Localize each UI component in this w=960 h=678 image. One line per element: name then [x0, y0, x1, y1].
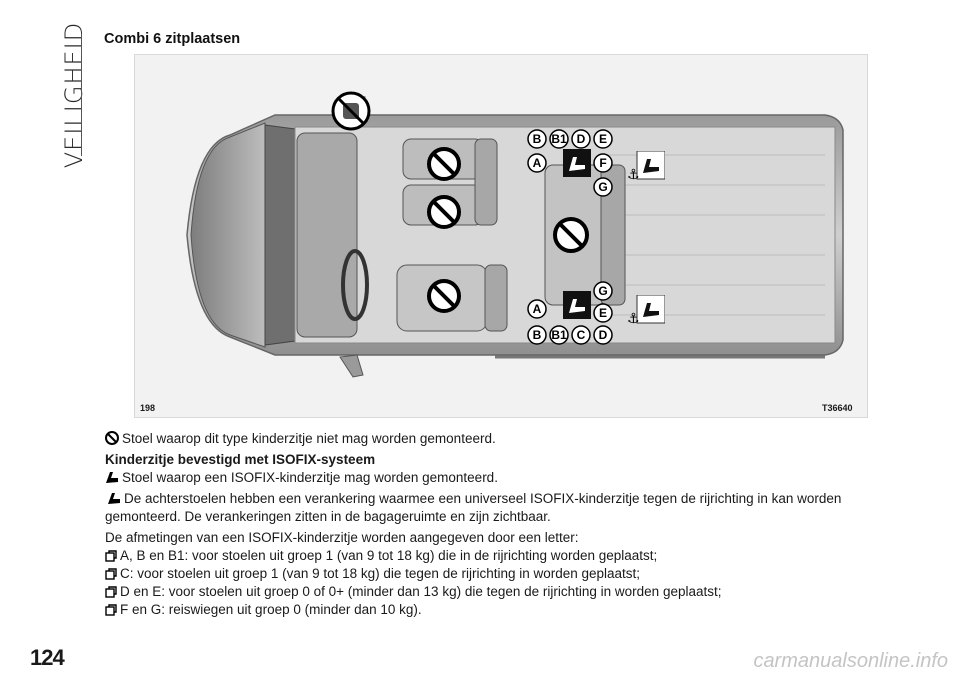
letter-badge: B1 — [550, 130, 568, 148]
svg-text:D: D — [577, 132, 586, 146]
legend-no-seat: Stoel waarop dit type kinderzitje niet m… — [105, 430, 875, 448]
van-top-view-illustration — [135, 55, 867, 417]
isofix-seat-icon — [105, 470, 119, 484]
list-item: A, B en B1: voor stoelen uit groep 1 (va… — [105, 547, 875, 565]
letter-badge: C — [572, 326, 590, 344]
legend-no-seat-text: Stoel waarop dit type kinderzitje niet m… — [122, 431, 496, 446]
figure-code: T36640 — [822, 403, 853, 413]
no-seat-icon — [427, 279, 461, 313]
svg-text:A: A — [533, 156, 542, 170]
no-seat-icon — [427, 195, 461, 229]
svg-text:G: G — [598, 180, 607, 194]
checkbox-bullet-icon — [105, 586, 117, 598]
legend-isofix-anchor: De achterstoelen hebben een verankering … — [105, 490, 875, 526]
checkbox-bullet-icon — [105, 568, 117, 580]
svg-text:A: A — [533, 302, 542, 316]
isofix-anchor-icon: ⚓ — [627, 151, 665, 181]
letter-badge: G — [594, 178, 612, 196]
svg-text:B1: B1 — [551, 328, 567, 342]
checkbox-bullet-icon — [105, 604, 117, 616]
list-item: F en G: reiswiegen uit groep 0 (minder d… — [105, 601, 875, 619]
letter-badge: A — [528, 154, 546, 172]
svg-text:F: F — [599, 156, 606, 170]
list-item: C: voor stoelen uit groep 1 (van 9 tot 1… — [105, 565, 875, 583]
isofix-anchor-icon — [105, 491, 121, 505]
van-seating-figure: ⚓ ⚓ B B1 D E A F G G A E B B1 C D — [134, 54, 868, 418]
legend-isofix-seat: Stoel waarop een ISOFIX-kinderzitje mag … — [105, 469, 875, 487]
letter-badge: F — [594, 154, 612, 172]
svg-text:G: G — [598, 284, 607, 298]
isofix-heading: Kinderzitje bevestigd met ISOFIX-systeem — [105, 451, 875, 469]
checkbox-bullet-icon — [105, 550, 117, 562]
page-heading: Combi 6 zitplaatsen — [104, 31, 240, 47]
list-item: D en E: voor stoelen uit groep 0 of 0+ (… — [105, 583, 875, 601]
svg-text:⚓: ⚓ — [627, 310, 640, 325]
figure-number: 198 — [140, 403, 155, 413]
isofix-letters-bottom: G A E B B1 C D — [525, 281, 615, 357]
section-title-text: VEILIGHEID — [60, 22, 88, 168]
watermark: carmanualsonline.info — [753, 650, 948, 673]
letter-badge: B — [528, 326, 546, 344]
airbag-no-rearward-seat-icon — [331, 91, 371, 131]
side-divider — [81, 34, 82, 156]
letter-badge: E — [594, 304, 612, 322]
no-seat-icon — [427, 147, 461, 181]
letter-badge: G — [594, 282, 612, 300]
svg-text:E: E — [599, 132, 607, 146]
legend-isofix-anchor-text: De achterstoelen hebben een verankering … — [105, 491, 841, 524]
no-seat-icon — [553, 217, 589, 253]
letters-intro: De afmetingen van een ISOFIX-kinderzitje… — [105, 529, 875, 547]
svg-text:B1: B1 — [551, 132, 567, 146]
legend-isofix-seat-text: Stoel waarop een ISOFIX-kinderzitje mag … — [122, 470, 498, 485]
letter-badge: B1 — [550, 326, 568, 344]
svg-text:B: B — [533, 328, 542, 342]
isofix-letters-top: B B1 D E A F G — [525, 129, 615, 199]
svg-text:D: D — [599, 328, 608, 342]
legend-text: Stoel waarop dit type kinderzitje niet m… — [105, 430, 875, 619]
svg-text:E: E — [599, 306, 607, 320]
isofix-anchor-icon: ⚓ — [627, 295, 665, 325]
letter-badge: A — [528, 300, 546, 318]
section-side-title: VEILIGHEID — [44, 36, 104, 154]
svg-text:C: C — [577, 328, 586, 342]
page-number: 124 — [30, 645, 64, 671]
letter-badge: E — [594, 130, 612, 148]
letter-badge: B — [528, 130, 546, 148]
no-seat-icon — [105, 431, 119, 445]
svg-text:B: B — [533, 132, 542, 146]
letter-badge: D — [594, 326, 612, 344]
letter-badge: D — [572, 130, 590, 148]
svg-text:⚓: ⚓ — [627, 166, 640, 181]
